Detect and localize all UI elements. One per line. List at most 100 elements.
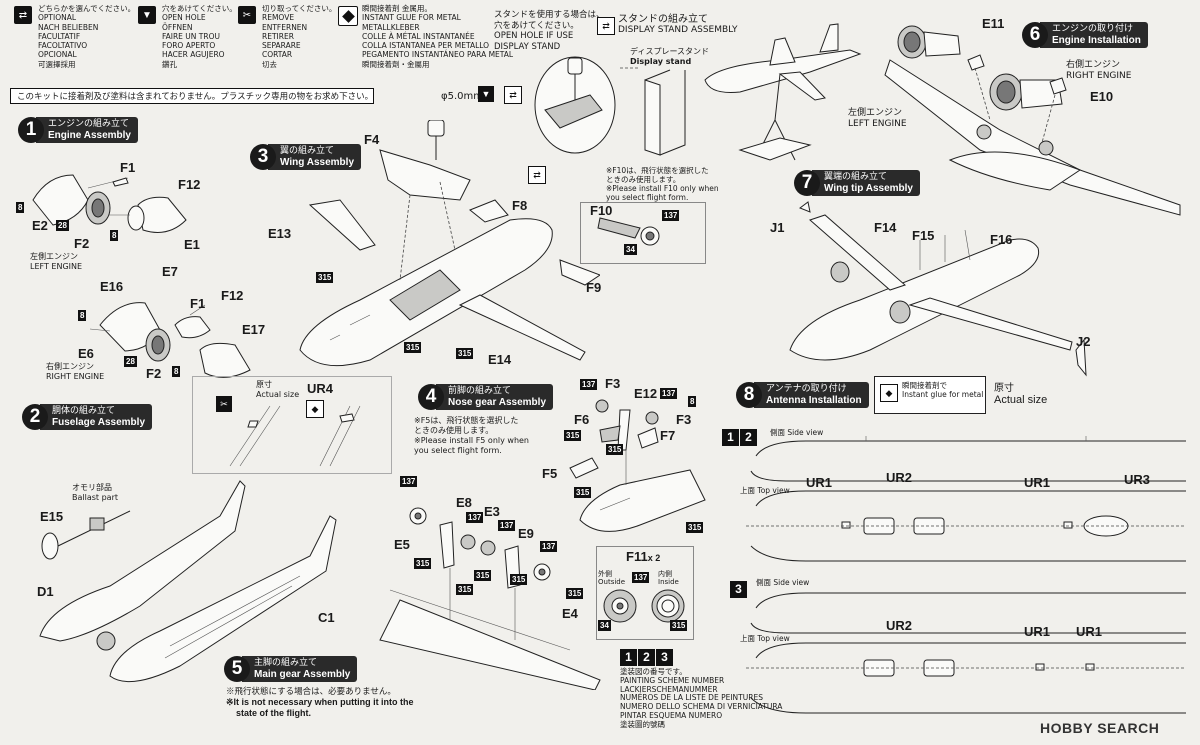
glue-icon <box>338 6 358 26</box>
part-f2: F2 <box>74 236 90 251</box>
paint-137: 137 <box>660 388 678 399</box>
part-e13: E13 <box>268 226 292 241</box>
paint-8: 8 <box>16 202 25 213</box>
main-gear-drawing <box>379 507 601 690</box>
stand-title: スタンドの組み立て DISPLAY STAND ASSEMBLY <box>618 14 738 36</box>
paint-315: 315 <box>686 522 704 533</box>
paint-137: 137 <box>540 541 558 552</box>
drill-icon: ▼ <box>138 6 156 24</box>
paint-315: 315 <box>456 584 474 595</box>
paint-315: 315 <box>670 620 688 631</box>
scheme-3-badge: 3 <box>730 580 747 598</box>
part-e16: E16 <box>100 279 124 294</box>
paint-315: 315 <box>404 342 422 353</box>
paint-8: 8 <box>688 396 697 407</box>
f10-drawing <box>597 217 660 246</box>
part-f3: F3 <box>676 412 692 427</box>
part-e14: E14 <box>488 352 512 367</box>
fuselage-drawing <box>39 480 337 683</box>
part-f9: F9 <box>586 280 602 295</box>
part-f5: F5 <box>542 466 558 481</box>
f10-detail-box <box>580 202 706 264</box>
part-d1: D1 <box>37 584 54 599</box>
paint-34: 34 <box>624 244 637 255</box>
part-e10: E10 <box>1090 89 1114 104</box>
optional-icon: ⇄ <box>528 166 546 184</box>
paint-28: 28 <box>124 356 137 367</box>
part-f15: F15 <box>912 228 935 243</box>
nose-gear-drawing <box>569 399 706 532</box>
hole-size: φ5.0mm <box>441 91 483 102</box>
right-engine-drawing <box>89 302 251 378</box>
side-view-label: 側面 Side view <box>770 428 824 437</box>
optional-icon: ⇄ <box>597 17 615 35</box>
kit-notice: このキットに接着剤及び塗料は含まれておりません。プラスチック専用の物をお求め下さ… <box>10 88 374 104</box>
ur4-box <box>192 376 392 474</box>
side-view-label: 側面 Side view <box>756 578 810 587</box>
part-e12: E12 <box>634 386 658 401</box>
f11-detail-box <box>596 546 694 640</box>
part-e5: E5 <box>394 537 410 552</box>
top-view-label: 上面 Top view <box>740 634 790 643</box>
paint-137: 137 <box>632 572 650 583</box>
part-e4: E4 <box>562 606 578 621</box>
part-e8: E8 <box>456 495 472 510</box>
main-gear-note: ※飛行状態にする場合は、必要ありません。 ※It is not necessar… <box>226 686 414 718</box>
stand-drawing <box>534 56 686 156</box>
part-f12: F12 <box>178 177 201 192</box>
part-f4: F4 <box>364 132 380 147</box>
paint-315: 315 <box>456 348 474 359</box>
part-f10: F10 <box>590 203 613 218</box>
cut-icon: ✂ <box>216 396 232 412</box>
part-c1: C1 <box>318 610 335 625</box>
part-f1: F1 <box>190 296 206 311</box>
part-e2: E2 <box>32 218 48 233</box>
part-e1: E1 <box>184 237 200 252</box>
engine-installation-drawing <box>884 25 1181 216</box>
part-f3: F3 <box>605 376 621 391</box>
cut-icon: ✂ <box>238 6 256 24</box>
paint-8: 8 <box>78 310 87 321</box>
paint-315: 315 <box>316 272 334 283</box>
paint-315: 315 <box>564 430 582 441</box>
drill-icon: ▼ <box>478 86 494 102</box>
stand-plane-drawing <box>704 23 862 161</box>
top-view-label: 上面 Top view <box>740 486 790 495</box>
part-e17: E17 <box>242 322 266 337</box>
part-e6: E6 <box>78 346 94 361</box>
paint-8: 8 <box>172 366 181 377</box>
part-e11: E11 <box>982 16 1005 31</box>
part-f2: F2 <box>146 366 162 381</box>
watermark: HOBBY SEARCH <box>1040 720 1160 736</box>
f11-title: F11x 2 <box>626 549 661 564</box>
scheme-1-2-views <box>746 436 1186 562</box>
f10-note: ※F10は、飛行状態を選択したときのみ使用します。※Please install… <box>606 166 719 202</box>
part-j2: J2 <box>1076 334 1091 349</box>
nose-gear-note: ※F5は、飛行状態を選択したときのみ使用します。※Please install … <box>414 416 529 455</box>
paint-315: 315 <box>566 588 584 599</box>
part-e9: E9 <box>518 526 534 541</box>
ur4-drawing <box>229 405 361 467</box>
glue-icon: ◆ <box>306 400 324 418</box>
part-f1: F1 <box>120 160 136 175</box>
paint-8: 8 <box>110 230 119 241</box>
antenna-ur1: UR1 <box>1076 624 1103 639</box>
